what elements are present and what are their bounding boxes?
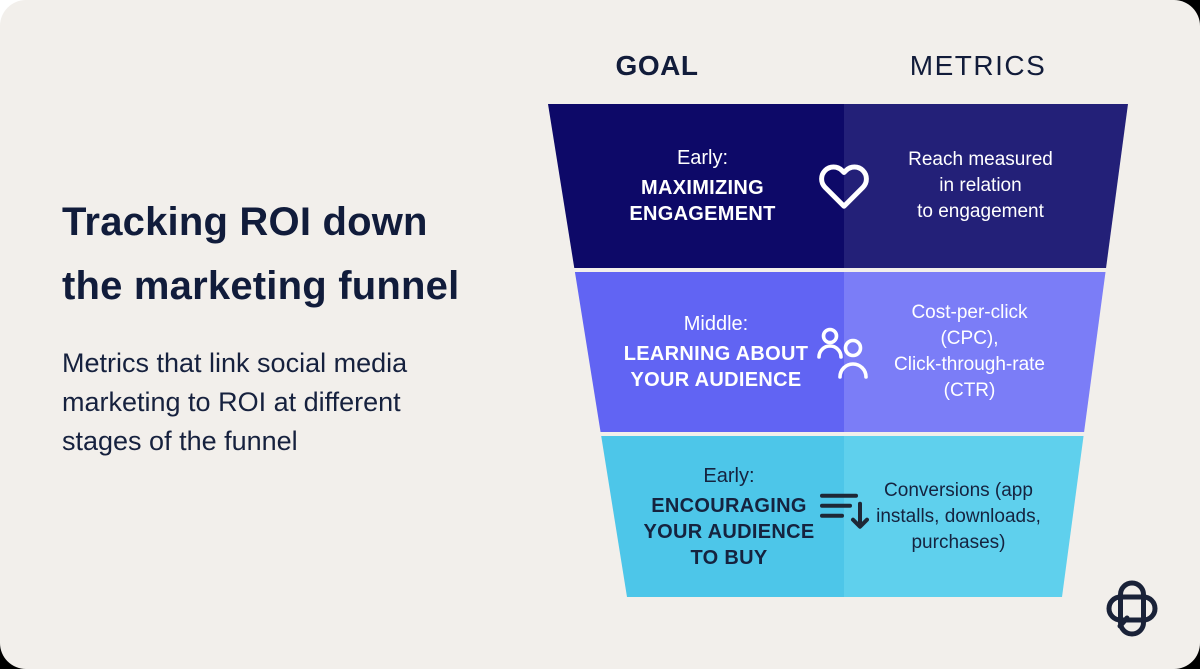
page-title: Tracking ROI down the marketing funnel [62, 200, 460, 308]
stage-goal-cell: Early: MAXIMIZING ENGAGEMENT [548, 104, 844, 268]
stage-metrics-cell: Reach measured in relation to engagement [844, 104, 1128, 268]
stage-metrics-text: Cost-per-click (CPC), Click-through-rate… [894, 302, 1045, 401]
people-icon [815, 324, 873, 380]
funnel-stage-early-engagement: Early: MAXIMIZING ENGAGEMENT Reach measu… [548, 104, 1128, 268]
funnel-stage-middle-audience: Middle: LEARNING ABOUT YOUR AUDIENCE Cos… [548, 272, 1128, 432]
stage-metrics-text: Reach measured in relation to engagement [908, 149, 1053, 222]
sort-descending-icon [819, 489, 869, 531]
goal-column-header: GOAL [615, 50, 699, 81]
stage-label: Early: [676, 147, 729, 169]
metrics-column-header: METRICS [909, 50, 1047, 81]
stage-metrics-cell: Cost-per-click (CPC), Click-through-rate… [844, 272, 1128, 432]
sprout-social-logo-icon [1106, 580, 1158, 642]
stage-metrics-text: Conversions (app installs, downloads, pu… [876, 479, 1041, 553]
stage-metrics-cell: Conversions (app installs, downloads, pu… [844, 436, 1128, 597]
funnel-diagram: Early: MAXIMIZING ENGAGEMENT Reach measu… [548, 104, 1128, 597]
stage-label: Middle: [683, 313, 749, 335]
heart-icon [817, 161, 871, 211]
stage-goal-label: MAXIMIZING ENGAGEMENT [629, 177, 776, 225]
intro-block: Tracking ROI down the marketing funnel M… [62, 190, 532, 461]
page-subtitle: Metrics that link social media marketing… [62, 348, 408, 456]
stage-label: Early: [703, 464, 755, 487]
stage-goal-cell: Early: ENCOURAGING YOUR AUDIENCE TO BUY [548, 436, 844, 597]
stage-goal-label: ENCOURAGING YOUR AUDIENCE TO BUY [643, 494, 815, 569]
funnel-stage-early-buy: Early: ENCOURAGING YOUR AUDIENCE TO BUY … [548, 436, 1128, 597]
stage-goal-cell: Middle: LEARNING ABOUT YOUR AUDIENCE [548, 272, 844, 432]
stage-goal-label: LEARNING ABOUT YOUR AUDIENCE [623, 343, 809, 391]
